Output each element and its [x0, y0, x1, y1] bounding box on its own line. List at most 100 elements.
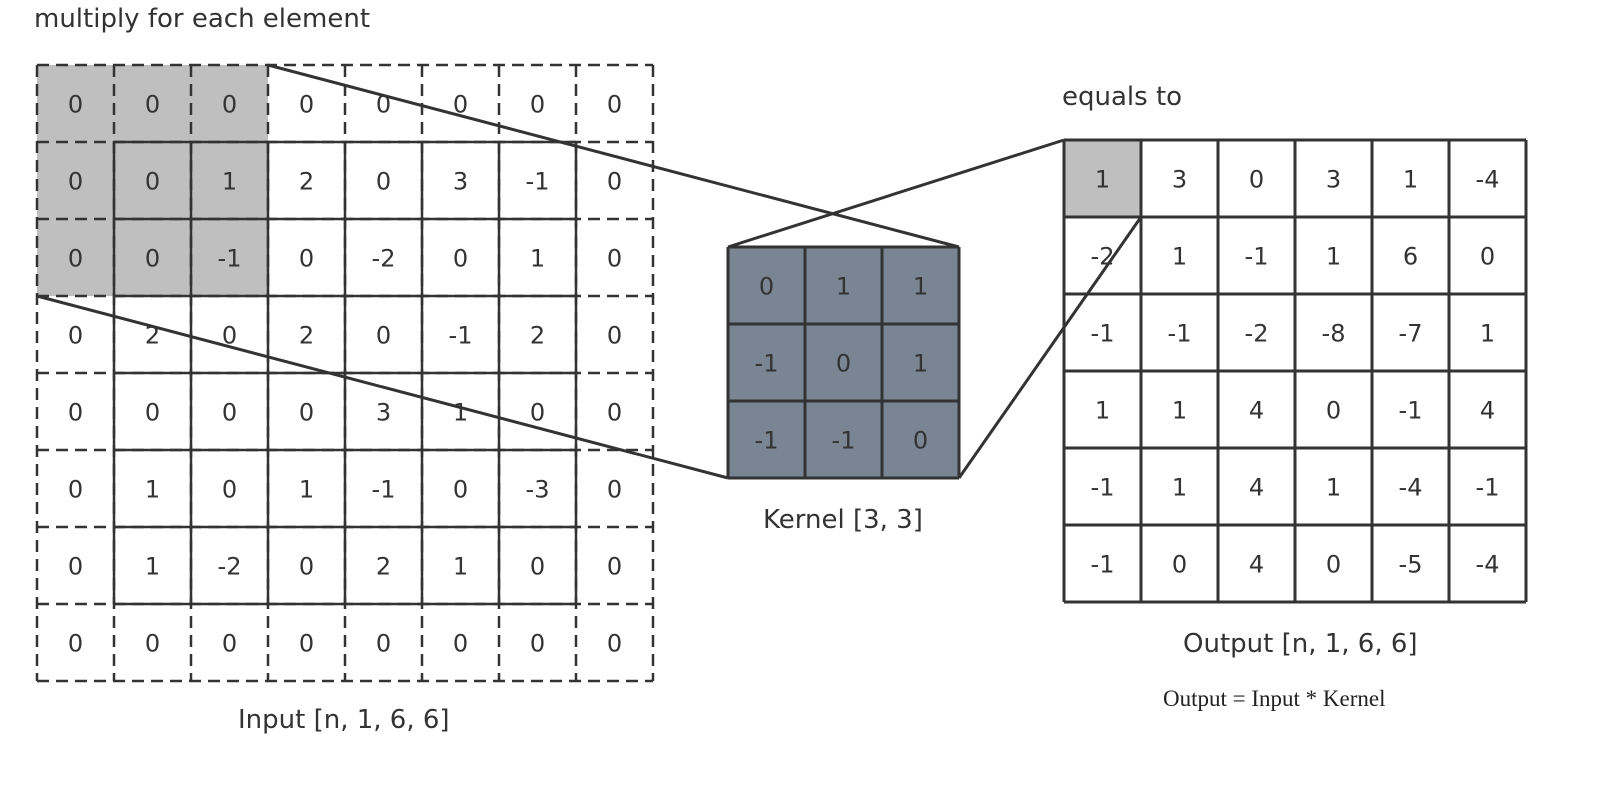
kernel-value-r2c2: 0 [913, 427, 928, 455]
input-value-r1c4: 0 [376, 168, 391, 196]
input-value-r6c7: 0 [607, 553, 622, 581]
input-value-r3c2: 0 [222, 322, 237, 350]
output-value-r1c1: 1 [1172, 243, 1187, 271]
multiply-caption: multiply for each element [34, 4, 371, 34]
input-value-r6c4: 2 [376, 553, 391, 581]
input-value-r5c7: 0 [607, 476, 622, 504]
output-value-r0c5: -4 [1476, 166, 1500, 194]
input-cell-r2c2 [191, 219, 268, 296]
kernel-value-r0c0: 0 [759, 273, 774, 301]
output-value-r3c0: 1 [1095, 397, 1110, 425]
input-caption: Input [n, 1, 6, 6] [238, 705, 450, 735]
input-value-r7c5: 0 [453, 630, 468, 658]
output-value-r4c1: 1 [1172, 474, 1187, 502]
input-cell-r1c0 [37, 142, 114, 219]
input-value-r1c0: 0 [68, 168, 83, 196]
input-value-r7c4: 0 [376, 630, 391, 658]
input-value-r2c7: 0 [607, 245, 622, 273]
input-value-r1c1: 0 [145, 168, 160, 196]
input-value-r2c2: -1 [218, 245, 242, 273]
input-value-r7c3: 0 [299, 630, 314, 658]
connector-line [267, 63, 960, 249]
output-value-r1c2: -1 [1245, 243, 1269, 271]
output-value-r5c3: 0 [1326, 551, 1341, 579]
input-value-r1c7: 0 [607, 168, 622, 196]
input-value-r2c6: 1 [530, 245, 545, 273]
input-value-r1c3: 2 [299, 168, 314, 196]
input-cell-r2c1 [114, 219, 191, 296]
input-value-r0c0: 0 [68, 91, 83, 119]
output-value-r0c2: 0 [1249, 166, 1264, 194]
kernel-value-r2c0: -1 [755, 427, 779, 455]
kernel-value-r1c0: -1 [755, 350, 779, 378]
input-value-r5c6: -3 [526, 476, 550, 504]
output-value-r5c0: -1 [1091, 551, 1115, 579]
output-value-r3c2: 4 [1249, 397, 1264, 425]
input-value-r5c3: 1 [299, 476, 314, 504]
kernel-cell-r0c0 [728, 247, 805, 324]
output-value-r5c1: 0 [1172, 551, 1187, 579]
input-value-r4c5: 1 [453, 399, 468, 427]
kernel-cell-r0c1 [805, 247, 882, 324]
input-value-r3c0: 0 [68, 322, 83, 350]
input-value-r0c7: 0 [607, 91, 622, 119]
kernel-value-r1c1: 0 [836, 350, 851, 378]
input-value-r6c2: -2 [218, 553, 242, 581]
formula-caption: Output = Input * Kernel [1163, 686, 1386, 711]
kernel-value-r2c1: -1 [832, 427, 856, 455]
kernel-caption: Kernel [3, 3] [763, 505, 923, 535]
output-value-r5c5: -4 [1476, 551, 1500, 579]
input-value-r4c3: 0 [299, 399, 314, 427]
kernel-grid: 0 1 1 -1 0 1 -1 -1 0 [726, 245, 961, 480]
kernel-cell-r2c2 [882, 401, 959, 478]
output-value-r3c4: -1 [1399, 397, 1423, 425]
kernel-value-r0c2: 1 [913, 273, 928, 301]
input-value-r7c0: 0 [68, 630, 83, 658]
input-value-r3c4: 0 [376, 322, 391, 350]
connector-line [957, 216, 1143, 479]
input-cell-r2c0 [37, 219, 114, 296]
input-value-r7c2: 0 [222, 630, 237, 658]
input-value-r0c2: 0 [222, 91, 237, 119]
input-value-r7c7: 0 [607, 630, 622, 658]
output-value-r4c4: -4 [1399, 474, 1423, 502]
output-value-r4c2: 4 [1249, 474, 1264, 502]
output-value-r2c2: -2 [1245, 320, 1269, 348]
input-value-r2c1: 0 [145, 245, 160, 273]
kernel-value-r0c1: 1 [836, 273, 851, 301]
input-cell-r0c1 [114, 65, 191, 142]
input-value-r0c5: 0 [453, 91, 468, 119]
connector-line [727, 138, 1065, 249]
input-value-r3c5: -1 [449, 322, 473, 350]
input-value-r4c1: 0 [145, 399, 160, 427]
input-value-r5c4: -1 [372, 476, 396, 504]
output-value-r4c5: -1 [1476, 474, 1500, 502]
input-value-r2c5: 0 [453, 245, 468, 273]
input-value-r3c3: 2 [299, 322, 314, 350]
equals-caption: equals to [1062, 82, 1183, 112]
input-cell-r1c2 [191, 142, 268, 219]
input-value-r3c7: 0 [607, 322, 622, 350]
output-value-r0c1: 3 [1172, 166, 1187, 194]
output-caption: Output [n, 1, 6, 6] [1183, 629, 1418, 659]
kernel-value-r1c2: 1 [913, 350, 928, 378]
output-value-r0c3: 3 [1326, 166, 1341, 194]
kernel-cell-r2c1 [805, 401, 882, 478]
connector-lines [36, 63, 1143, 480]
output-value-r4c0: -1 [1091, 474, 1115, 502]
output-value-r2c5: 1 [1480, 320, 1495, 348]
input-value-r1c6: -1 [526, 168, 550, 196]
input-value-r4c0: 0 [68, 399, 83, 427]
input-value-r2c3: 0 [299, 245, 314, 273]
input-cell-r0c0 [37, 65, 114, 142]
output-value-r2c4: -7 [1399, 320, 1423, 348]
input-value-r6c5: 1 [453, 553, 468, 581]
output-value-r0c4: 1 [1403, 166, 1418, 194]
input-value-r0c1: 0 [145, 91, 160, 119]
input-cell-r1c1 [114, 142, 191, 219]
output-value-r2c3: -8 [1322, 320, 1346, 348]
output-value-r3c3: 0 [1326, 397, 1341, 425]
input-value-r4c6: 0 [530, 399, 545, 427]
